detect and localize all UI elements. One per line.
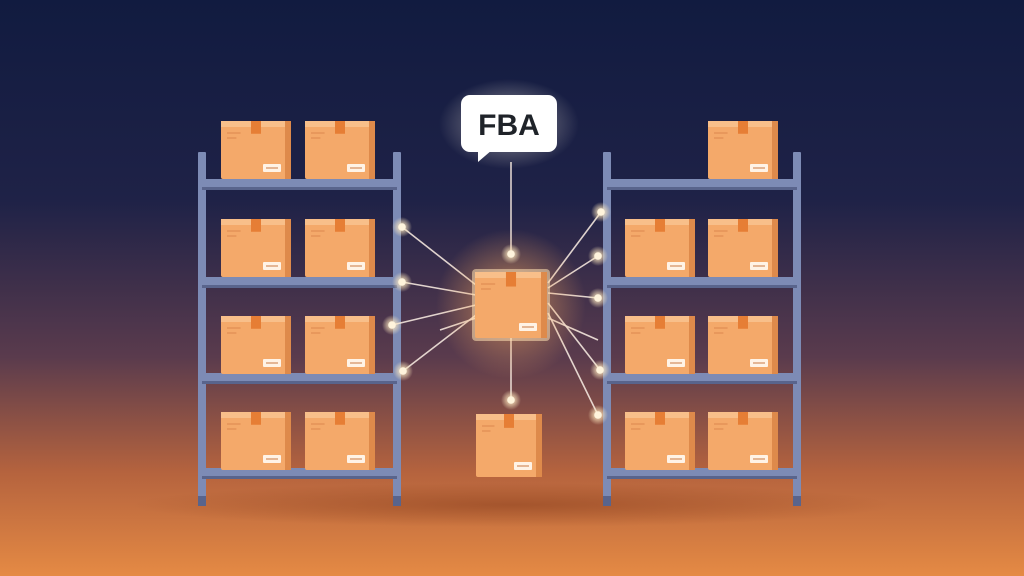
connection-nodes: [382, 202, 611, 425]
box-face: [476, 414, 542, 477]
bubble-tail: [478, 150, 492, 162]
box-side: [369, 219, 375, 277]
left-shelf-post-left: [198, 152, 206, 506]
box-tape: [738, 121, 748, 134]
left-shelf-box-1-2: [305, 121, 375, 179]
box-tape: [738, 412, 748, 425]
box-side: [689, 316, 695, 374]
box-side: [772, 412, 778, 470]
box-tape: [335, 316, 345, 329]
node-right-1: [597, 208, 605, 216]
box-tape: [655, 219, 665, 232]
right-shelf-box-4-1: [625, 412, 695, 470]
box-side: [285, 219, 291, 277]
left-shelf-box-3-2: [305, 316, 375, 374]
right-shelf-box-4-2: [708, 412, 778, 470]
box-side: [772, 316, 778, 374]
box-tape: [655, 316, 665, 329]
node-top: [507, 250, 515, 258]
left-shelf-box-2-1: [221, 219, 291, 277]
right-shelf-box-1-2: [708, 121, 778, 179]
node-left-1: [398, 223, 406, 231]
left-shelving-unit: [198, 121, 401, 506]
outbound-box-icon: [476, 414, 542, 477]
right-shelf-plank-2: [607, 277, 797, 288]
right-shelf-box-2-2: [708, 219, 778, 277]
box-side: [369, 412, 375, 470]
left-shelf-plank-edge-4: [202, 476, 397, 479]
box-tape: [335, 412, 345, 425]
right-shelf-plank-1: [607, 179, 797, 190]
right-shelf-post-right: [793, 152, 801, 506]
box-tape: [251, 121, 261, 134]
box-side: [772, 121, 778, 179]
right-shelf-box-2-1: [625, 219, 695, 277]
node-left-2: [398, 278, 406, 286]
left-shelf-plank-3: [202, 373, 397, 384]
box-tape: [738, 316, 748, 329]
hub-box: [472, 269, 550, 341]
box-side: [369, 316, 375, 374]
right-shelf-foot-left: [603, 496, 611, 506]
box-side: [689, 219, 695, 277]
bubble-body: [461, 95, 557, 152]
box-side: [689, 412, 695, 470]
right-shelving-unit: [603, 121, 801, 506]
left-shelf-plank-edge-1: [202, 187, 397, 190]
box-side: [536, 414, 542, 477]
box-tape: [504, 414, 514, 428]
left-shelf-foot-right: [393, 496, 401, 506]
right-shelf-box-3-1: [625, 316, 695, 374]
box-tape: [251, 316, 261, 329]
right-shelf-plank-edge-2: [607, 285, 797, 288]
right-shelf-plank-4: [607, 468, 797, 479]
right-shelf-plank-edge-4: [607, 476, 797, 479]
box-face: [475, 272, 547, 338]
right-shelf-plank-edge-3: [607, 381, 797, 384]
node-bottom: [507, 396, 515, 404]
box-tape: [251, 219, 261, 232]
left-shelf-plank-2: [202, 277, 397, 288]
fba-speech-bubble: FBA: [439, 79, 579, 169]
box-side: [772, 219, 778, 277]
node-right-4: [594, 411, 602, 419]
box-side: [285, 316, 291, 374]
box-tape: [738, 219, 748, 232]
box-side: [369, 121, 375, 179]
node-left-4: [399, 367, 407, 375]
left-shelf-box-4-1: [221, 412, 291, 470]
left-shelf-plank-edge-3: [202, 381, 397, 384]
right-shelf-plank-edge-1: [607, 187, 797, 190]
left-shelf-box-3-1: [221, 316, 291, 374]
box-tape: [505, 272, 517, 287]
left-shelf-plank-edge-2: [202, 285, 397, 288]
box-tape: [335, 121, 345, 134]
hub-box-icon: [472, 269, 550, 341]
floor-shadow: [132, 483, 892, 527]
node-left-3: [388, 321, 396, 329]
outbound-box: [476, 414, 542, 477]
box-tape: [335, 219, 345, 232]
bubble-label: FBA: [478, 109, 540, 142]
node-right-2: [594, 294, 602, 302]
box-side: [285, 121, 291, 179]
left-shelf-box-2-2: [305, 219, 375, 277]
right-shelf-box-3-2: [708, 316, 778, 374]
left-shelf-plank-4: [202, 468, 397, 479]
box-tape: [655, 412, 665, 425]
box-side: [285, 412, 291, 470]
node-right-3: [596, 366, 604, 374]
right-shelf-foot-right: [793, 496, 801, 506]
right-shelf-plank-3: [607, 373, 797, 384]
left-shelf-foot-left: [198, 496, 206, 506]
left-shelf-box-4-2: [305, 412, 375, 470]
node-right-extra-1: [594, 252, 602, 260]
left-shelf-plank-1: [202, 179, 397, 190]
box-side: [541, 272, 547, 338]
left-shelf-box-1-1: [221, 121, 291, 179]
box-tape: [251, 412, 261, 425]
